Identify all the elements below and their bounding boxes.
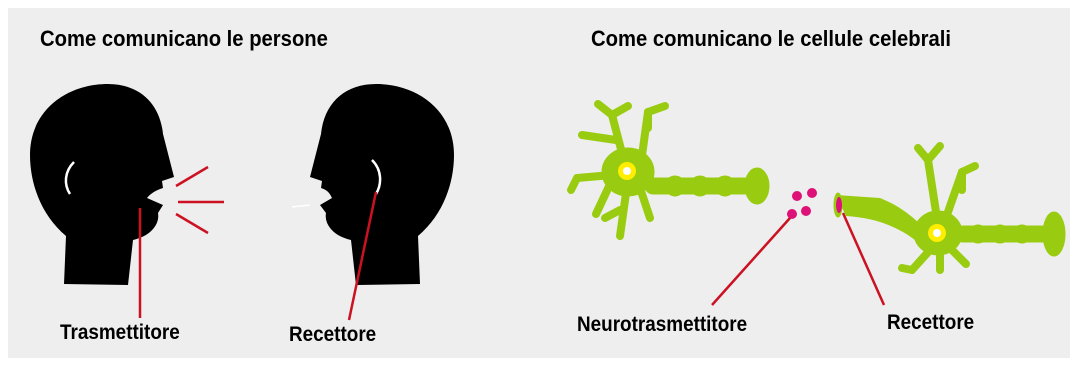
sending-neuron [571, 104, 769, 236]
receiver-label: Recettore [289, 323, 376, 347]
neurotransmitter-dots [787, 188, 817, 219]
neurotransmitter-label: Neurotrasmettitore [577, 313, 747, 337]
neurotransmitter-pointer-line [712, 218, 790, 305]
receiving-neuron-nucleolus [933, 229, 941, 237]
transmitter-label: Trasmettitore [60, 321, 180, 345]
right-title: Come comunicano le cellule celebrali [591, 26, 951, 52]
receptor-site [836, 197, 842, 213]
receptor-pointer-line [843, 213, 884, 305]
left-title: Come comunicano le persone [40, 26, 328, 52]
sending-neuron-nucleolus [623, 167, 631, 175]
listener-mouth-line [292, 205, 310, 207]
listener-head [310, 84, 454, 285]
cell-receptor-label: Recettore [887, 311, 974, 335]
speaker-head [30, 84, 174, 285]
sound-wave-lines [176, 167, 224, 233]
receiving-neuron [834, 146, 1065, 270]
